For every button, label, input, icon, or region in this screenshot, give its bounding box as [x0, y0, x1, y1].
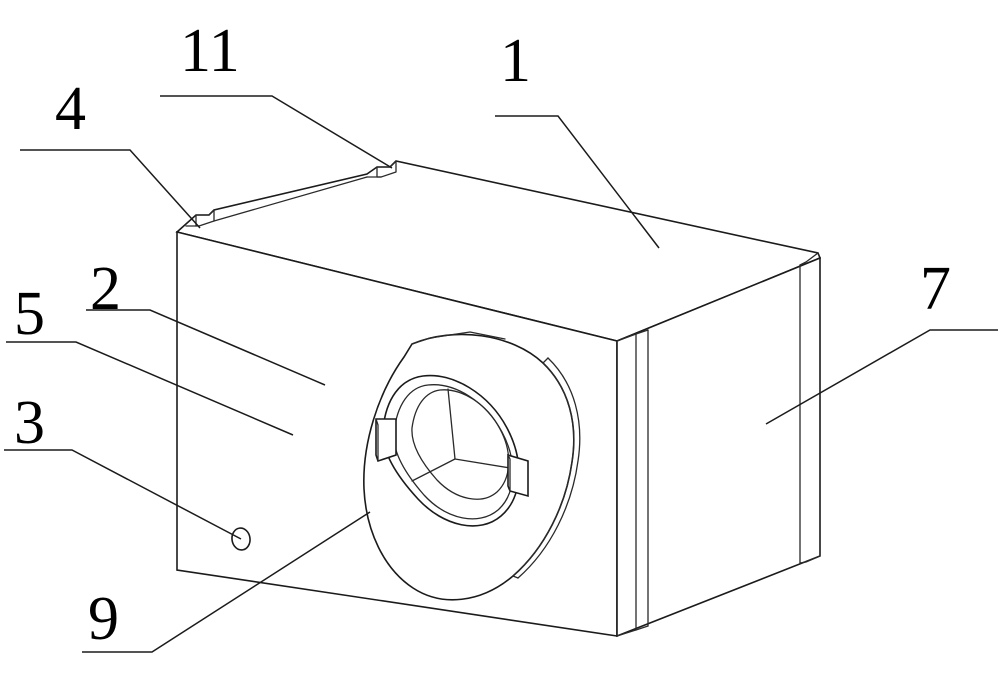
bore-interior-radial-line-top	[447, 388, 456, 460]
leader-line-4	[20, 149, 201, 229]
leader-line-7	[765, 329, 998, 425]
leader-line-3	[4, 449, 242, 540]
flange-outer-disc-thickness	[512, 362, 575, 577]
callout-number-9: 9	[88, 585, 119, 653]
flange-outer-disc-thickness-cap-top	[542, 357, 549, 364]
callout-number-1: 1	[500, 27, 531, 95]
bore-interior-radial-line-right	[454, 458, 511, 469]
callout-number-5: 5	[14, 280, 45, 348]
bore-interior-radial-line-left	[411, 458, 456, 482]
callout-number-4: 4	[55, 75, 86, 143]
leader-lines	[4, 95, 998, 653]
leader-line-9	[82, 511, 371, 653]
leader-line-1	[495, 115, 660, 249]
callout-number-11: 11	[180, 17, 240, 85]
flange-outer-disc-thickness-cap-bottom	[512, 575, 519, 579]
flange-assembly	[363, 331, 581, 601]
leader-line-11	[160, 95, 393, 169]
flange-tab-right-fold	[507, 454, 511, 492]
small-through-hole	[231, 527, 252, 551]
flange-top-chamfer	[411, 331, 506, 345]
housing-groove-bottom-notch	[616, 625, 649, 637]
housing-rear-plate-bottom-step	[799, 555, 821, 564]
callout-number-2: 2	[90, 255, 121, 323]
flange-tab-right	[507, 453, 529, 498]
leader-line-2	[86, 309, 326, 386]
housing-rear-plate-top-step	[799, 252, 819, 266]
top-rim-back-edge	[213, 176, 368, 222]
flange-outer-disc-thickness-2	[517, 357, 581, 579]
callout-number-7: 7	[920, 255, 951, 323]
flange-tab-left	[375, 418, 397, 463]
housing-groove-top-notch	[616, 329, 649, 342]
leader-line-5	[6, 341, 294, 436]
callout-number-3: 3	[14, 389, 45, 457]
flange-tab-left-fold	[375, 418, 379, 462]
